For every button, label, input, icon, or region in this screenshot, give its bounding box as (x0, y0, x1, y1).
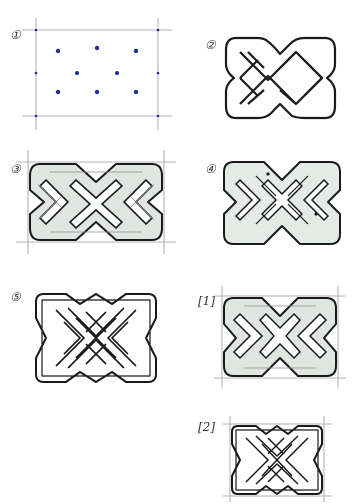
step-label-7: [2] (198, 420, 215, 434)
step-label-4: ④ (205, 162, 216, 176)
step-label-6: [1] (198, 294, 215, 308)
step-label-2: ② (205, 38, 216, 52)
step-5-complex-knot (30, 288, 162, 388)
variant-1-knot (214, 286, 346, 388)
step-2-knot-outline (218, 28, 343, 128)
step-label-5: ⑤ (10, 290, 21, 304)
step-4-knot-crossings (218, 154, 346, 252)
step-3-knot-shaded (16, 150, 176, 254)
step-label-1: ① (10, 28, 21, 42)
step-1-dot-grid (22, 18, 172, 130)
variant-2-knot (222, 416, 332, 502)
